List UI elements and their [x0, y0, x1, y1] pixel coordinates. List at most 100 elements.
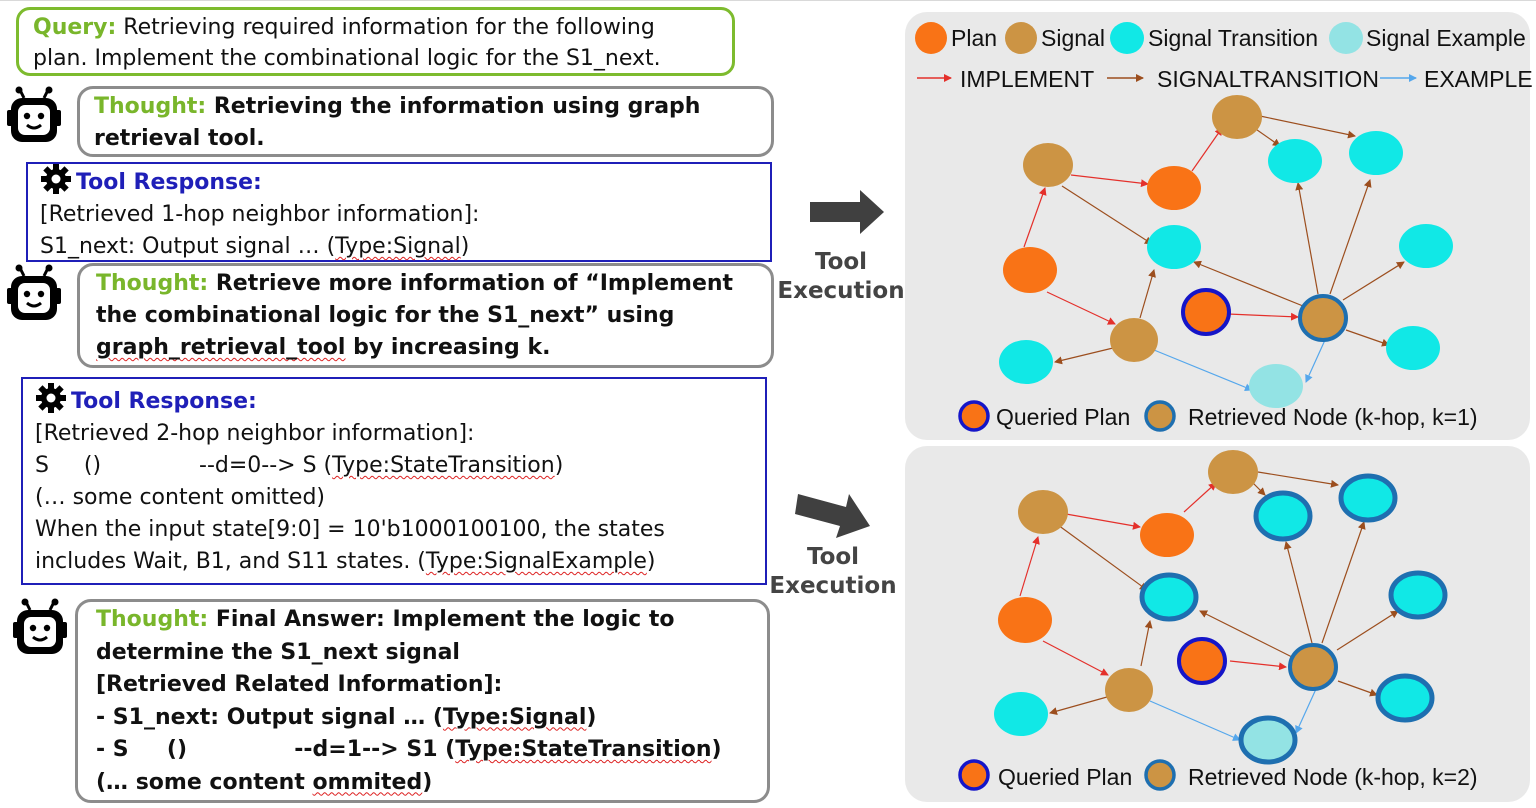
- retrieved-signal-transition-node: [1388, 570, 1448, 620]
- robot-icon: [7, 264, 61, 320]
- signal-transition-node: [1349, 131, 1403, 175]
- tool-2-line-2: S () --d=0--> S (Type:StateTransition): [35, 453, 564, 478]
- thought-1-line-1: Thought: Retrieving the information usin…: [94, 94, 701, 119]
- tool-execution-label-1: Tool Execution: [777, 249, 905, 304]
- thought-box-3: Thought: Final Answer: Implement the log…: [75, 599, 770, 803]
- legend-signal-transition-label: Signal Transition: [1148, 25, 1318, 51]
- retrieved-node-legend-icon: [1144, 400, 1176, 432]
- retrieved-node-legend-icon: [1144, 759, 1176, 791]
- thought-1-line-2: retrieval tool.: [94, 126, 265, 151]
- tool-1-header: Tool Response:: [40, 164, 758, 199]
- edge: [1229, 660, 1287, 671]
- thought-label: Thought:: [96, 271, 209, 296]
- thought-label: Thought:: [96, 607, 209, 632]
- robot-icon: [7, 86, 61, 142]
- thought-3-line-5: - S () --d=1--> S1 (Type:StateTransition…: [96, 737, 722, 762]
- tool-response-box-1: Tool Response: [Retrieved 1-hop neighbor…: [26, 162, 772, 262]
- edge: [1305, 339, 1326, 383]
- edge: [1257, 471, 1339, 488]
- thought-3-line-1: Thought: Final Answer: Implement the log…: [96, 607, 675, 632]
- signal-transition-node: [1399, 224, 1453, 268]
- graph1-retrieved-node-label: Retrieved Node (k-hop, k=1): [1188, 404, 1478, 430]
- signal-node: [1105, 668, 1153, 712]
- robot-icon: [13, 598, 67, 654]
- queried-plan-node: [1177, 637, 1227, 685]
- edge: [1065, 513, 1141, 530]
- graph2-retrieved-node-label: Retrieved Node (k-hop, k=2): [1188, 764, 1478, 790]
- retrieved-signal-node: [1288, 643, 1338, 691]
- edge: [1140, 620, 1153, 667]
- legend-plan-marker: [915, 22, 947, 54]
- edge: [1149, 700, 1241, 741]
- plan-node: [1140, 513, 1194, 557]
- query-line-1: Query: Retrieving required information f…: [33, 15, 655, 40]
- edge: [1283, 541, 1313, 644]
- edge: [1183, 482, 1217, 513]
- graph2-nodes: [994, 450, 1448, 765]
- edge: [1295, 688, 1317, 734]
- edge: [1049, 696, 1108, 715]
- tool-execution-arrow-icon: [810, 190, 884, 234]
- tool-response-box-2: Tool Response: [Retrieved 2-hop neighbor…: [21, 377, 767, 585]
- query-box: Query: Retrieving required information f…: [16, 7, 735, 76]
- legend-signal-example-marker: [1329, 22, 1363, 54]
- edge: [1054, 347, 1114, 365]
- edge: [1345, 329, 1390, 347]
- queried-plan-node: [1181, 288, 1231, 336]
- top-divider: [0, 0, 1536, 1]
- legend-implement-label: IMPLEMENT: [960, 66, 1094, 92]
- legend-signal-marker: [1005, 22, 1037, 54]
- edge: [1153, 349, 1253, 392]
- thought-3-line-3: [Retrieved Related Information]:: [96, 672, 503, 697]
- signal-node: [1023, 143, 1073, 187]
- edge: [1321, 521, 1366, 644]
- edge: [1019, 536, 1040, 597]
- plan-node: [1003, 247, 1057, 293]
- edge: [1342, 261, 1405, 301]
- retrieved-signal-node: [1298, 294, 1348, 342]
- graph1-edges: [1023, 115, 1405, 392]
- graph1-queried-plan-label: Queried Plan: [996, 404, 1130, 430]
- queried-plan-legend-icon: [958, 400, 990, 432]
- plan-node: [998, 597, 1052, 643]
- tool-execution-arrow-icon: [795, 494, 870, 538]
- edge: [1259, 115, 1356, 139]
- edge: [1057, 524, 1148, 591]
- query-label: Query:: [33, 15, 117, 40]
- tool-2-line-5: includes Wait, B1, and S11 states. (Type…: [35, 549, 656, 574]
- edge: [1139, 269, 1156, 319]
- edge: [1336, 610, 1399, 651]
- tool-2-line-4: When the input state[9:0] = 10'b10001001…: [35, 517, 665, 542]
- legend-signal-label: Signal: [1041, 25, 1105, 51]
- queried-plan-legend-icon: [958, 759, 990, 791]
- thought-box-2: Thought: Retrieve more information of “I…: [77, 263, 774, 368]
- thought-label: Thought:: [94, 94, 207, 119]
- legend-signal-transition-marker: [1110, 22, 1144, 54]
- retrieved-signal-example-node: [1238, 715, 1298, 765]
- retrieved-signal-transition-node: [1253, 490, 1313, 542]
- tool-2-header: Tool Response:: [35, 383, 753, 418]
- tool-response-label: Tool Response:: [76, 170, 262, 195]
- thought-2-line-3: graph_retrieval_tool by increasing k.: [96, 335, 551, 360]
- legend-signaltransition-label: SIGNALTRANSITION: [1157, 66, 1379, 92]
- edge: [1227, 312, 1299, 321]
- signal-transition-node: [1147, 225, 1201, 269]
- tool-1-line-1: [Retrieved 1-hop neighbor information]:: [40, 202, 480, 227]
- gear-icon: [41, 164, 71, 194]
- legend-signal-example-label: Signal Example: [1366, 25, 1526, 51]
- tool-2-line-3: (… some content omitted): [35, 485, 326, 510]
- signal-transition-node: [994, 692, 1048, 736]
- signal-node: [1018, 490, 1068, 534]
- plan-node: [1147, 166, 1201, 210]
- signal-node: [1208, 450, 1258, 494]
- retrieved-signal-transition-node: [1139, 572, 1199, 622]
- edge: [1070, 174, 1149, 188]
- signal-transition-node: [1268, 139, 1322, 183]
- signal-node: [1110, 318, 1158, 362]
- edge: [1193, 260, 1304, 307]
- legend: Plan Signal Signal Transition Signal Exa…: [915, 22, 1533, 92]
- edge: [1337, 680, 1378, 697]
- thought-3-line-2: determine the S1_next signal: [96, 639, 460, 665]
- edge: [1199, 610, 1293, 658]
- edge: [1061, 185, 1153, 245]
